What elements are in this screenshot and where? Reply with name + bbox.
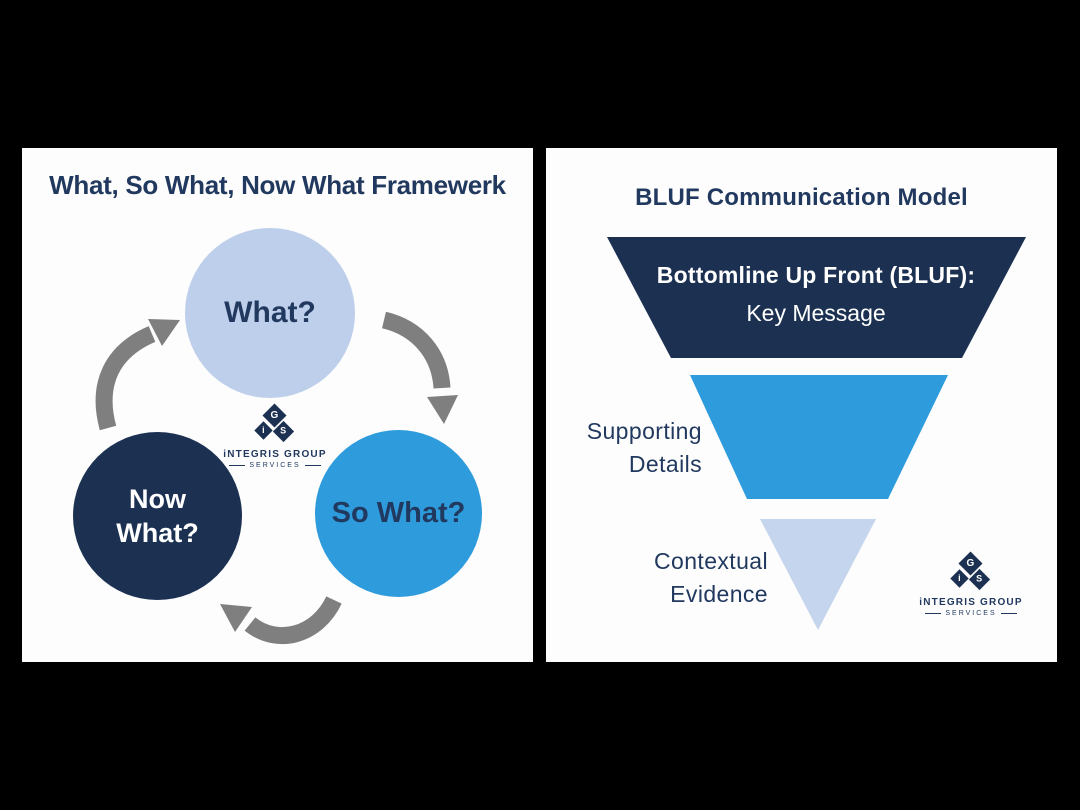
funnel-middle-segment	[690, 375, 948, 499]
bluf-funnel	[607, 237, 1026, 630]
what-circle: What?	[185, 228, 355, 398]
arrow-down-icon	[381, 311, 458, 424]
funnel-bottom-segment	[760, 519, 876, 630]
integris-logo-mark: G i S	[950, 551, 991, 591]
supporting-details-label: Supporting Details	[586, 418, 702, 477]
funnel-top-label: Bottomline Up Front (BLUF): Key Message	[656, 262, 976, 326]
funnel-top-segment	[607, 237, 1026, 358]
so-what-circle: So What?	[315, 430, 482, 597]
logo-name: iNTEGRIS GROUP	[223, 449, 327, 460]
arrow-up-icon	[95, 319, 180, 431]
framework-panel: What, So What, Now What Framewerk What? …	[22, 148, 533, 662]
bluf-panel-title: BLUF Communication Model	[635, 184, 968, 211]
framework-panel-title: What, So What, Now What Framewerk	[49, 170, 506, 200]
arrow-left-icon	[220, 595, 342, 645]
logo-name: iNTEGRIS GROUP	[919, 597, 1023, 608]
cycle-arrows	[95, 311, 458, 645]
integris-logo: G i S iNTEGRIS GROUP SERVICES	[911, 551, 1031, 617]
now-what-circle-label: Now What?	[116, 484, 199, 548]
logo-diamond-i-icon: i	[254, 421, 273, 440]
so-what-circle-label: So What?	[331, 497, 466, 529]
logo-subtitle: SERVICES	[911, 610, 1031, 617]
integris-logo: G i S iNTEGRIS GROUP SERVICES	[215, 403, 335, 469]
bluf-panel: BLUF Communication Model Bottomline Up F…	[546, 148, 1057, 662]
logo-subtitle: SERVICES	[215, 462, 335, 469]
contextual-evidence-label: Contextual Evidence	[654, 548, 768, 607]
now-what-circle: Now What?	[73, 432, 242, 600]
what-circle-label: What?	[224, 296, 316, 329]
logo-diamond-i-icon: i	[950, 569, 969, 588]
integris-logo-mark: G i S	[254, 403, 295, 443]
